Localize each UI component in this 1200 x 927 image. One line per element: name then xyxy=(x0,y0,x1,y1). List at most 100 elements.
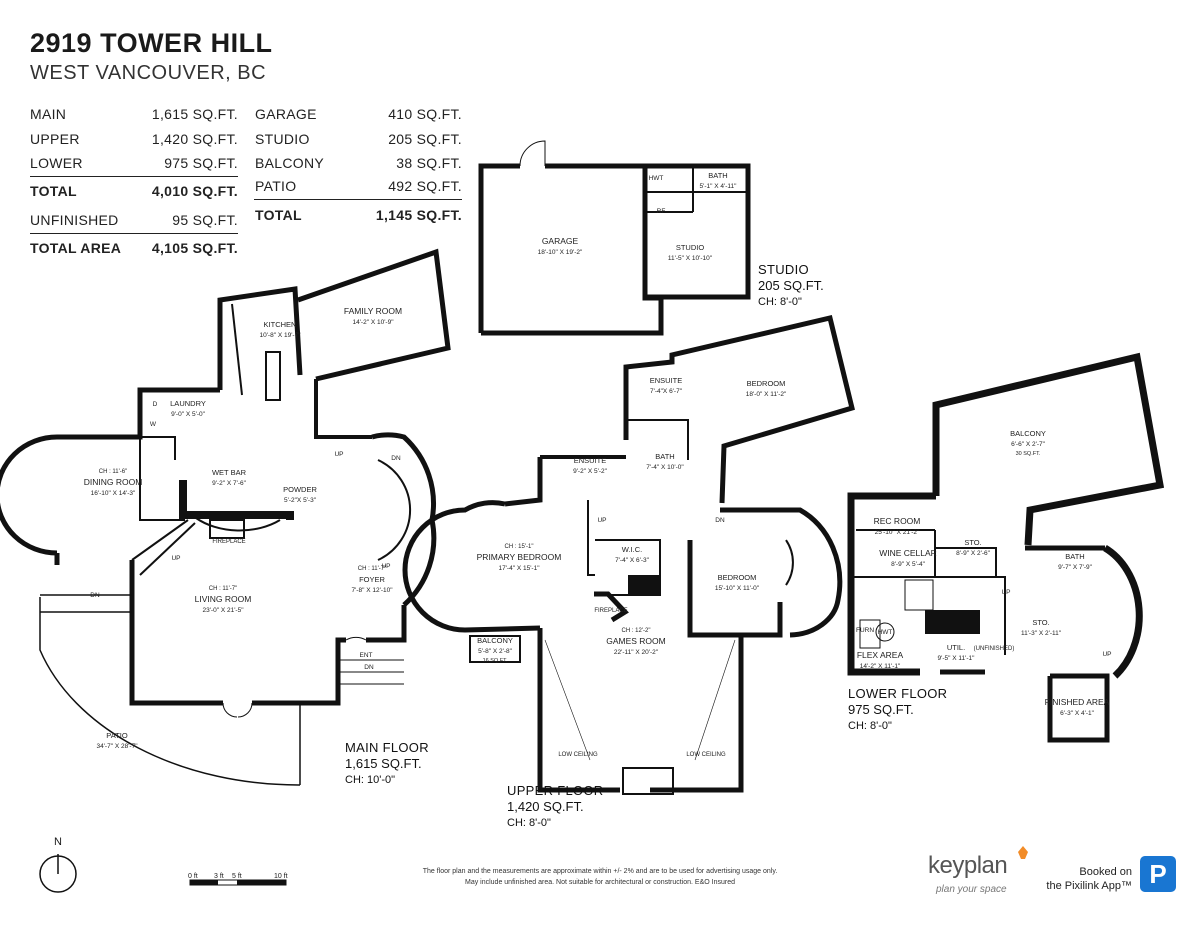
marker-low-ceiling: LOW CEILING xyxy=(558,752,598,758)
room-name: DINING ROOM xyxy=(84,477,143,487)
floor-area: 1,420 SQ.FT. xyxy=(507,799,584,814)
room-name: BATH xyxy=(708,171,727,180)
marker-dn: DN xyxy=(364,664,374,671)
area-label: UNFINISHED xyxy=(30,212,119,228)
room-name: PATIO xyxy=(106,731,128,740)
room-dimensions: 18'-0" X 11'-2" xyxy=(746,391,787,398)
floor-ceiling-height: CH: 8'-0" xyxy=(758,296,802,308)
pixilink-badge-icon[interactable]: P xyxy=(1140,856,1176,892)
room-dimensions: 11'-5" X 10'-10" xyxy=(668,255,713,262)
scale-label: 0 ft xyxy=(188,873,198,880)
marker-dn: DN xyxy=(90,592,100,599)
divider xyxy=(254,199,462,200)
property-city: WEST VANCOUVER, BC xyxy=(30,62,267,84)
compass-north-label: N xyxy=(54,836,62,848)
main-floor-label: MAIN FLOOR 1,615 SQ.FT. CH: 10'-0" xyxy=(345,740,429,788)
room-dimensions: 7'-4"X 6'-7" xyxy=(650,388,683,395)
room-dimensions: 34'-7" X 28'-7" xyxy=(96,743,138,750)
area-value: 4,105 SQ.FT. xyxy=(151,240,238,256)
room-name: GAMES ROOM xyxy=(606,636,666,646)
area-value: 4,010 SQ.FT. xyxy=(151,183,238,199)
marker-dn: DN xyxy=(715,517,725,524)
room-name: POWDER xyxy=(283,485,317,494)
room-name: W.I.C. xyxy=(622,545,642,554)
booked-on-text: Booked on the Pixilink App™ xyxy=(1040,865,1132,893)
room-dimensions: 23'-0" X 21'-5" xyxy=(202,607,244,614)
room-dimensions: 5'-8" X 2'-8" xyxy=(478,648,513,655)
room-dimensions: 9'-2" X 5'-2" xyxy=(573,468,608,475)
room-name: BEDROOM xyxy=(718,573,757,582)
keyplan-flame-icon xyxy=(1018,846,1028,859)
room-name: STO. xyxy=(964,538,981,547)
room-dimensions: 6'-3" X 4'-1" xyxy=(1060,710,1095,717)
ceiling-height-label: CH : 12'-2" xyxy=(622,628,651,634)
area-value: 1,420 SQ.FT. xyxy=(151,131,238,147)
room-dimensions: 7'-4" X 6'-3" xyxy=(615,557,650,564)
room-name: STO. xyxy=(1032,618,1049,627)
floor-area: 975 SQ.FT. xyxy=(848,702,914,717)
marker-up: UP xyxy=(381,563,390,570)
room-name: BEDROOM xyxy=(747,379,786,388)
room-dimensions: 9'-2" X 7'-6" xyxy=(212,480,247,487)
floor-name: MAIN FLOOR xyxy=(345,740,429,755)
disclaimer: The floor plan and the measurements are … xyxy=(400,866,800,888)
room-name: BALCONY xyxy=(477,636,513,645)
area-value: 975 SQ.FT. xyxy=(164,155,238,171)
room-dimensions: 7'-8" X 12'-10" xyxy=(351,587,393,594)
divider xyxy=(30,176,238,177)
marker-up: UP xyxy=(334,451,343,458)
marker-furn: FURN xyxy=(856,627,874,634)
ceiling-height-label: CH : 15'-1" xyxy=(505,544,534,550)
marker-hwt: HWT xyxy=(649,175,664,182)
room-dimensions: 9'-7" X 7'-9" xyxy=(1058,564,1093,571)
marker-ent: ENT xyxy=(360,652,373,659)
room-dimensions: 7'-4" X 10'-0" xyxy=(646,464,684,471)
marker-dn: DN xyxy=(391,455,401,462)
room-dimensions: 5'-1" X 4'-11" xyxy=(700,183,738,190)
room-name: REC ROOM xyxy=(874,516,921,526)
keyplan-tagline: plan your space xyxy=(936,884,1007,895)
compass-icon xyxy=(39,854,77,893)
room-dimensions: 17'-4" X 15'-1" xyxy=(498,565,540,572)
marker-up: UP xyxy=(1001,589,1010,596)
room-dimensions: 14'-2" X 10'-9" xyxy=(352,319,394,326)
marker-fireplace: FIREPLACE xyxy=(212,539,245,545)
area-value: 205 SQ.FT. xyxy=(388,131,462,147)
room-dimensions: 22'-11" X 20'-2" xyxy=(614,649,659,656)
room-dimensions: 8'-9" X 5'-4" xyxy=(891,561,926,568)
scale-label: 3 ft xyxy=(214,873,224,880)
ceiling-height-label: CH : 11'-7" xyxy=(358,566,387,572)
room-dimensions: 14'-2" X 11'-1" xyxy=(860,663,901,670)
scale-label: 5 ft xyxy=(232,873,242,880)
room-dimensions: 25'-10" X 21'-2" xyxy=(875,529,920,536)
room-area: 16 SQ.FT. xyxy=(483,658,508,664)
room-name: UTIL. xyxy=(947,643,965,652)
area-value: 1,615 SQ.FT. xyxy=(151,106,238,122)
disclaimer-line: The floor plan and the measurements are … xyxy=(422,868,778,875)
area-value: 95 SQ.FT. xyxy=(172,212,238,228)
floor-ceiling-height: CH: 8'-0" xyxy=(848,720,892,732)
room-name: ENSUITE xyxy=(650,376,683,385)
room-dimensions: 9'-0" X 5'-0" xyxy=(171,411,206,418)
floor-name: LOWER FLOOR xyxy=(848,686,948,701)
marker-low-ceiling: LOW CEILING xyxy=(686,752,726,758)
booked-line: Booked on xyxy=(1079,866,1132,878)
disclaimer-line: May include unfinished area. Not suitabl… xyxy=(464,879,736,886)
room-name: BATH xyxy=(1065,552,1084,561)
area-label: TOTAL xyxy=(30,183,77,199)
scale-bar xyxy=(189,879,287,886)
marker-up: UP xyxy=(1102,651,1111,658)
area-value: 492 SQ.FT. xyxy=(388,178,462,194)
room-dimensions: 15'-10" X 11'-0" xyxy=(715,585,760,592)
room-name: KITCHEN xyxy=(264,320,297,329)
area-label: GARAGE xyxy=(255,106,317,122)
room-name: WET BAR xyxy=(212,468,247,477)
room-name: BATH xyxy=(655,452,674,461)
floor-ceiling-height: CH: 8'-0" xyxy=(507,817,551,829)
room-note: (UNFINISHED) xyxy=(974,646,1015,652)
room-name: FAMILY ROOM xyxy=(344,306,402,316)
studio-floor-label: STUDIO 205 SQ.FT. CH: 8'-0" xyxy=(758,262,824,310)
ceiling-height-label: CH : 11'-7" xyxy=(209,586,238,592)
room-name: FINISHED AREA xyxy=(1045,697,1110,707)
